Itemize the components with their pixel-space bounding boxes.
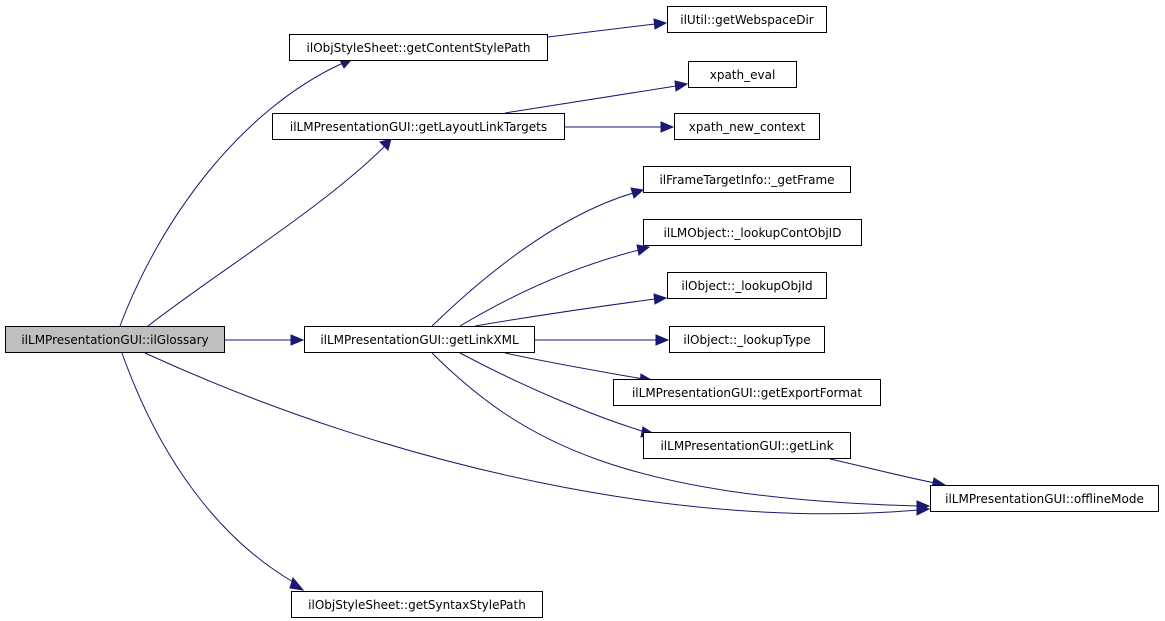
edge-getLinkXML-to-lookupObjId [474, 298, 656, 327]
arrowhead-getWebspaceDir [653, 18, 668, 30]
node-lookupContObjID[interactable]: ilLMObject::_lookupContObjID [643, 219, 862, 246]
arrowhead-lookupContObjID [636, 244, 651, 256]
edge-getLinkXML-to-lookupContObjID [459, 249, 640, 327]
edge-getLink-to-offlineMode [829, 458, 936, 484]
node-getLayoutLinkTargets[interactable]: ilLMPresentationGUI::getLayoutLinkTarget… [272, 113, 565, 140]
edge-getLinkXML-to-getFrame [431, 192, 634, 327]
arrowhead-getFrame [630, 187, 645, 199]
arrowhead-getLinkXML [290, 334, 305, 346]
arrowhead-lookupObjId [653, 293, 668, 305]
edge-getLinkXML-to-offlineMode [431, 352, 919, 507]
arrowhead-xpath_new_context [660, 121, 675, 133]
arrowhead-xpath_eval [674, 80, 689, 92]
node-offlineMode[interactable]: ilLMPresentationGUI::offlineMode [930, 485, 1159, 512]
edge-getLinkXML-to-getLink [459, 352, 646, 433]
node-xpath_new_context[interactable]: xpath_new_context [674, 113, 820, 140]
edge-getLayoutLinkTargets-to-xpath_eval [504, 85, 677, 114]
node-getSyntaxStylePath[interactable]: ilObjStyleSheet::getSyntaxStylePath [291, 591, 543, 618]
node-getContentStylePath[interactable]: ilObjStyleSheet::getContentStylePath [289, 34, 548, 61]
node-getWebspaceDir[interactable]: ilUtil::getWebspaceDir [667, 6, 827, 33]
arrowhead-offlineMode [916, 500, 931, 512]
node-lookupType[interactable]: ilObject::_lookupType [669, 326, 825, 353]
arrowhead-getSyntaxStylePath [289, 576, 305, 591]
node-getLink[interactable]: ilLMPresentationGUI::getLink [643, 432, 851, 459]
node-lookupObjId[interactable]: ilObject::_lookupObjId [667, 272, 827, 299]
node-getLinkXML[interactable]: ilLMPresentationGUI::getLinkXML [304, 326, 535, 353]
edge-getContentStylePath-to-getWebspaceDir [547, 23, 656, 38]
node-xpath_eval[interactable]: xpath_eval [688, 61, 797, 88]
edge-root-to-offlineMode [144, 352, 919, 515]
arrowhead-getLayoutLinkTargets [379, 138, 392, 151]
edge-root-to-getSyntaxStylePath [121, 352, 296, 584]
node-getExportFormat[interactable]: ilLMPresentationGUI::getExportFormat [613, 379, 881, 406]
edge-root-to-getLayoutLinkTargets [147, 145, 386, 327]
edge-root-to-getContentStylePath [119, 62, 344, 327]
edge-getLinkXML-to-getExportFormat [504, 352, 644, 380]
arrowhead-lookupType [655, 334, 670, 346]
node-root: ilLMPresentationGUI::ilGlossary [5, 326, 225, 353]
node-getFrame[interactable]: ilFrameTargetInfo::_getFrame [643, 166, 851, 193]
